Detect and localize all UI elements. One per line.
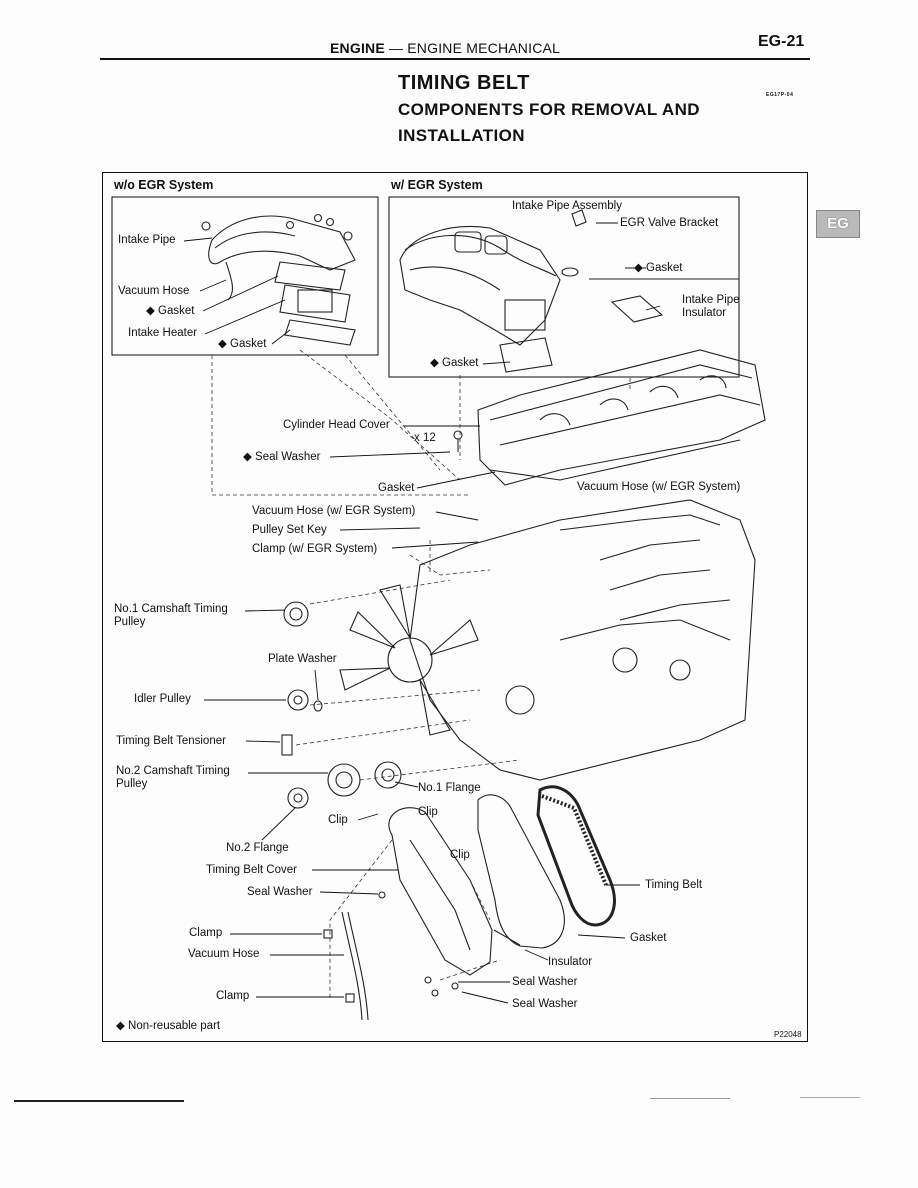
label-insulator: Insulator [548,956,593,968]
label-intake-pipe-assembly: Intake Pipe Assembly [512,200,622,212]
gasket-band-shape [477,794,565,949]
label-no2-flange: No.2 Flange [226,842,289,854]
label-gasket: ◆ Gasket [218,338,267,350]
label-clamp-egr: Clamp (w/ EGR System) [252,543,378,555]
no2-camshaft-pulley-shape [327,763,361,797]
no1-flange-shape [374,761,402,789]
timing-belt-cover-shape [388,807,493,976]
tensioner-shape [281,734,293,756]
label-cylinder-head-cover: Cylinder Head Cover [283,419,390,431]
legend-non-reusable: ◆ Non-reusable part [116,1020,221,1032]
label-gasket: Gasket [630,932,667,944]
label-intake-pipe-insulator: Intake Pipe Insulator [682,294,740,319]
label-no1-flange: No.1 Flange [418,782,481,794]
label-gasket: ◆ Gasket [634,262,683,274]
label-gasket: Gasket [378,482,415,494]
gasket-shape [274,261,346,291]
label-timing-belt: Timing Belt [645,879,703,891]
label-timing-belt-cover: Timing Belt Cover [206,864,297,876]
label-clip: Clip [328,814,348,826]
label-x12: x 12 [414,432,436,444]
footer-rule [800,1097,860,1098]
doc-code: EG17P-04 [766,92,794,98]
figure-code: P22048 [774,1030,802,1039]
label-seal-washer: Seal Washer [512,976,578,988]
label-vacuum-hose: Vacuum Hose [188,948,260,960]
label-seal-washer: Seal Washer [512,998,578,1010]
label-gasket: ◆ Gasket [146,305,195,317]
no2-flange-shape [287,787,309,809]
label-gasket: ◆ Gasket [430,357,479,369]
page-title: TIMING BELT [398,72,530,94]
footer-rule [14,1100,184,1102]
vacuum-hose-shape [341,911,363,1021]
label-idler-pulley: Idler Pulley [134,693,191,705]
fan-shape [339,584,479,736]
no1-camshaft-pulley-shape [283,601,309,627]
label-clip: Clip [450,849,470,861]
label-vacuum-hose-egr: Vacuum Hose (w/ EGR System) [577,481,741,493]
label-plate-washer: Plate Washer [268,653,337,665]
with-egr-heading: w/ EGR System [391,178,483,192]
section-header: ENGINE — ENGINE MECHANICAL [330,40,561,56]
engine-block-shape [409,499,756,781]
label-no1-camshaft-pulley: No.1 Camshaft Timing Pulley [114,603,228,628]
label-clamp: Clamp [216,990,250,1002]
label-intake-pipe: Intake Pipe [118,234,176,246]
intake-heater-shape [279,284,351,323]
timing-belt-shape [536,785,616,927]
page-subtitle: COMPONENTS FOR REMOVAL AND INSTALLATION [398,100,700,145]
label-pulley-set-key: Pulley Set Key [252,524,327,536]
figure-frame [102,172,808,1042]
footer-rule [650,1098,730,1099]
label-egr-valve-bracket: EGR Valve Bracket [620,217,719,229]
with-egr-box [388,196,740,378]
header-rule [100,58,810,60]
insulator-shape [610,295,664,323]
label-vacuum-hose: Vacuum Hose [118,285,190,297]
label-seal-washer: ◆ Seal Washer [243,451,321,463]
label-vacuum-hose-egr: Vacuum Hose (w/ EGR System) [252,505,416,517]
label-intake-heater: Intake Heater [128,327,198,339]
page-number: EG-21 [758,33,805,50]
label-no2-camshaft-pulley: No.2 Camshaft Timing Pulley [116,765,230,790]
label-clamp: Clamp [189,927,223,939]
label-seal-washer: Seal Washer [247,886,313,898]
without-egr-heading: w/o EGR System [114,178,214,192]
intake-pipe-assembly-shape [399,226,561,346]
label-clip: Clip [418,806,438,818]
section-tab[interactable]: EG [816,210,860,238]
without-egr-box [111,196,379,356]
intake-pipe-shape [208,215,356,271]
idler-pulley-shape [287,689,309,711]
label-timing-belt-tensioner: Timing Belt Tensioner [116,735,226,747]
